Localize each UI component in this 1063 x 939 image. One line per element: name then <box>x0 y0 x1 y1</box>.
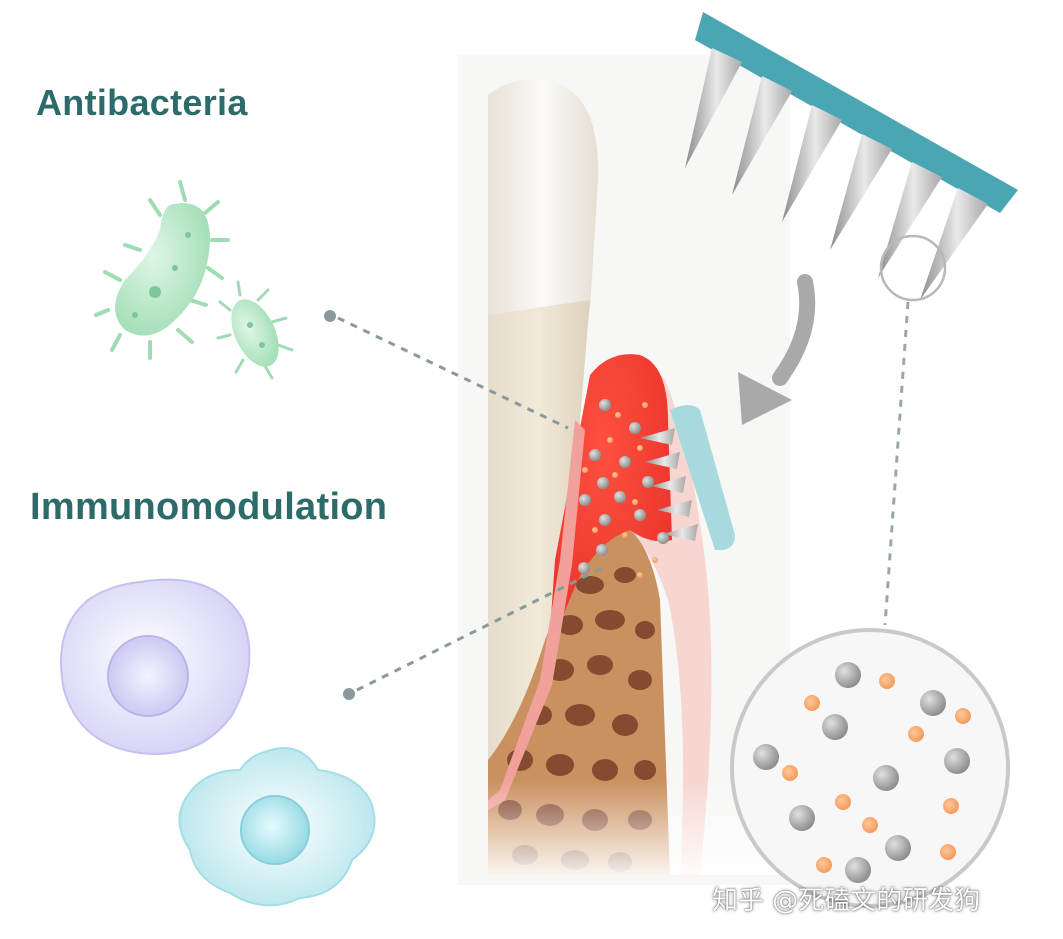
bacterium-small <box>216 280 294 380</box>
bacterium-large <box>94 180 230 360</box>
insertion-arrow-icon <box>738 274 816 425</box>
tooth-root <box>488 300 590 800</box>
antibacteria-label: Antibacteria <box>36 82 248 123</box>
magnifier-connector <box>883 301 910 626</box>
periodontal-ligament <box>488 420 585 810</box>
tooth-crown <box>488 79 599 323</box>
watermark: 知乎 @死磕文的研发狗 <box>712 886 981 916</box>
immune-cell-icon <box>60 578 376 907</box>
antibacteria-connector <box>337 316 569 430</box>
magnifier-circle-icon <box>730 628 1010 908</box>
antibacteria-connector-dot <box>324 310 336 322</box>
inserted-microneedle-patch <box>640 405 735 551</box>
inflamed-gingiva <box>548 354 672 660</box>
immunomodulation-label: Immunomodulation <box>30 486 388 528</box>
patch-backing <box>695 12 1018 213</box>
tooth-cross-section <box>488 79 788 875</box>
bacteria-icon <box>94 180 294 380</box>
microneedle-patch-icon <box>685 12 1018 300</box>
macrophage-purple <box>60 578 251 755</box>
magnifier-origin-circle <box>879 234 947 302</box>
immunomodulation-connector <box>356 566 603 692</box>
immunomodulation-connector-dot <box>343 688 355 700</box>
released-particles <box>578 399 669 578</box>
macrophage-cyan <box>178 747 376 907</box>
